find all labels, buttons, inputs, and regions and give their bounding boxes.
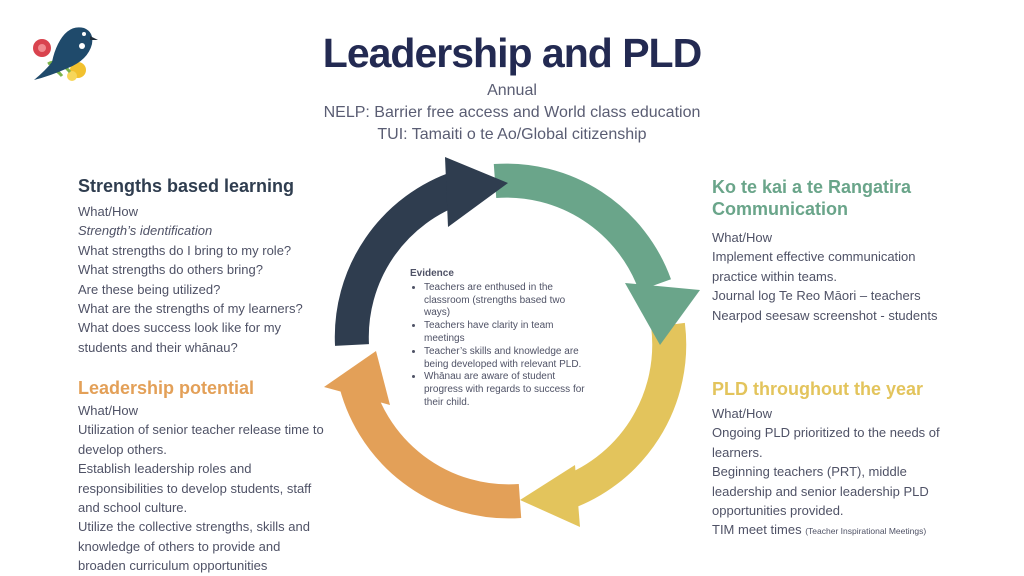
evidence-list: Teachers are enthused in the classroom (… [410,282,590,410]
page-title: Leadership and PLD [322,30,702,76]
communication-body: What/How Implement effective communicati… [712,228,992,325]
leadership-line: responsibilities to develop students, st… [78,480,312,496]
leadership-line: and school culture. [78,500,188,516]
pld-body: What/How Ongoing PLD prioritized to the … [712,404,992,542]
pld-line: leadership and senior leadership PLD [712,483,929,499]
subtitle-tui: TUI: Tamaiti o te Ao/Global citizenship [377,126,647,143]
pld-tim-line: TIM meet times (Teacher Inspirational Me… [712,520,992,541]
strengths-line: Strength’s identification [78,223,213,239]
evidence-title: Evidence [410,268,454,279]
cycle-diagram [324,157,700,527]
pld-line: Beginning teachers (PRT), middle [712,464,907,480]
communication-line: What/How [712,230,772,245]
strengths-heading: Strengths based learning [78,176,295,196]
pld-heading: PLD throughout the year [712,379,923,399]
evidence-item: Teachers are enthused in the classroom (… [424,282,590,320]
pld-line: What/How [712,406,772,421]
communication-line: practice within teams. [712,268,837,284]
pld-line: learners. [712,444,763,460]
bird-icon [34,27,93,80]
cycle-arc-yellow [554,322,687,512]
cycle-arc-navy [334,170,466,346]
pld-line: opportunities provided. [712,503,844,519]
leadership-heading: Leadership potential [78,378,255,398]
strengths-line: What are the strengths of my learners? [78,301,303,317]
pld-tim-main: TIM meet times [712,522,802,538]
subtitle-annual: Annual [487,82,537,99]
leadership-line: What/How [78,403,138,418]
cycle-arc-green [493,163,671,292]
strengths-line: Are these being utilized? [78,281,221,297]
pld-line: Ongoing PLD prioritized to the needs of [712,425,940,441]
evidence-item: Whānau are aware of student progress wit… [424,371,590,409]
evidence-item: Teacher’s skills and knowledge are being… [424,346,590,372]
strengths-line: students and their whānau? [78,339,238,355]
strengths-line: What/How [78,204,138,219]
leadership-body: What/How Utilization of senior teacher r… [78,401,368,576]
communication-line: Nearpod seesaw screenshot - students [712,307,938,323]
arrow-head-orange [324,351,390,405]
tui-bird-logo [33,27,98,81]
communication-heading-line1: Ko te kai a te Rangatira [712,177,912,197]
leadership-line: knowledge of others to provide and [78,538,281,554]
strengths-line: What does success look like for my [78,320,282,336]
arrow-head-green [625,283,700,345]
leadership-line: Utilization of senior teacher release ti… [78,422,324,438]
subtitle-nelp: NELP: Barrier free access and World clas… [323,104,701,121]
evidence-box: Evidence Teachers are enthused in the cl… [410,268,590,410]
communication-line: Implement effective communication [712,249,916,265]
communication-heading-line2: Communication [712,199,849,219]
communication-heading: Ko te kai a te Rangatira Communication [712,176,911,220]
pld-tim-note: (Teacher Inspirational Meetings) [805,526,927,537]
leadership-line: Establish leadership roles and [78,461,252,477]
leadership-line: Utilize the collective strengths, skills… [78,519,310,535]
arrow-head-yellow [520,465,580,527]
arrow-head-navy [445,157,508,227]
leadership-line: broaden curriculum opportunities [78,558,268,574]
communication-line: Journal log Te Reo Māori – teachers [712,288,921,304]
evidence-item: Teachers have clarity in team meetings [424,320,590,346]
strengths-body: What/How Strength’s identification What … [78,202,348,357]
leadership-line: develop others. [78,441,167,457]
strengths-line: What strengths do I bring to my role? [78,242,292,258]
strengths-line: What strengths do others bring? [78,262,263,278]
cycle-arc-orange [337,371,522,519]
